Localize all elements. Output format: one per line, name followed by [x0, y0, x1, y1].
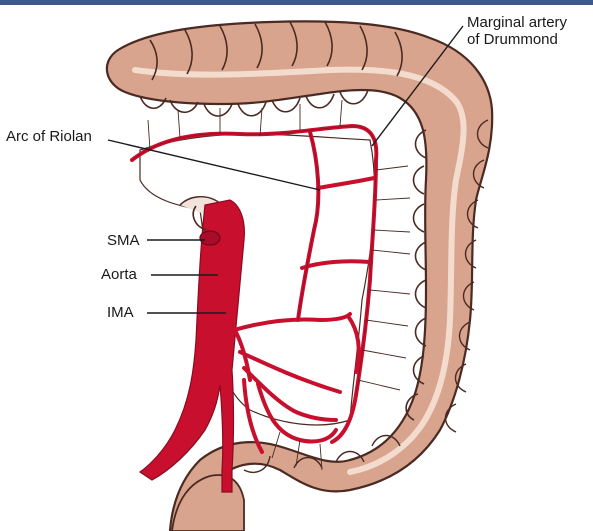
label-aorta: Aorta	[101, 266, 137, 283]
label-arc-of-riolan: Arc of Riolan	[6, 128, 92, 145]
label-marginal-artery-line1: Marginal artery	[467, 14, 567, 31]
label-ima: IMA	[107, 304, 134, 321]
aorta	[140, 200, 244, 492]
label-sma: SMA	[107, 232, 140, 249]
aorta-vessel	[140, 200, 244, 492]
label-marginal-artery: Marginal artery of Drummond	[467, 14, 567, 48]
sma-origin	[200, 231, 220, 245]
label-marginal-artery-line2: of Drummond	[467, 31, 567, 48]
